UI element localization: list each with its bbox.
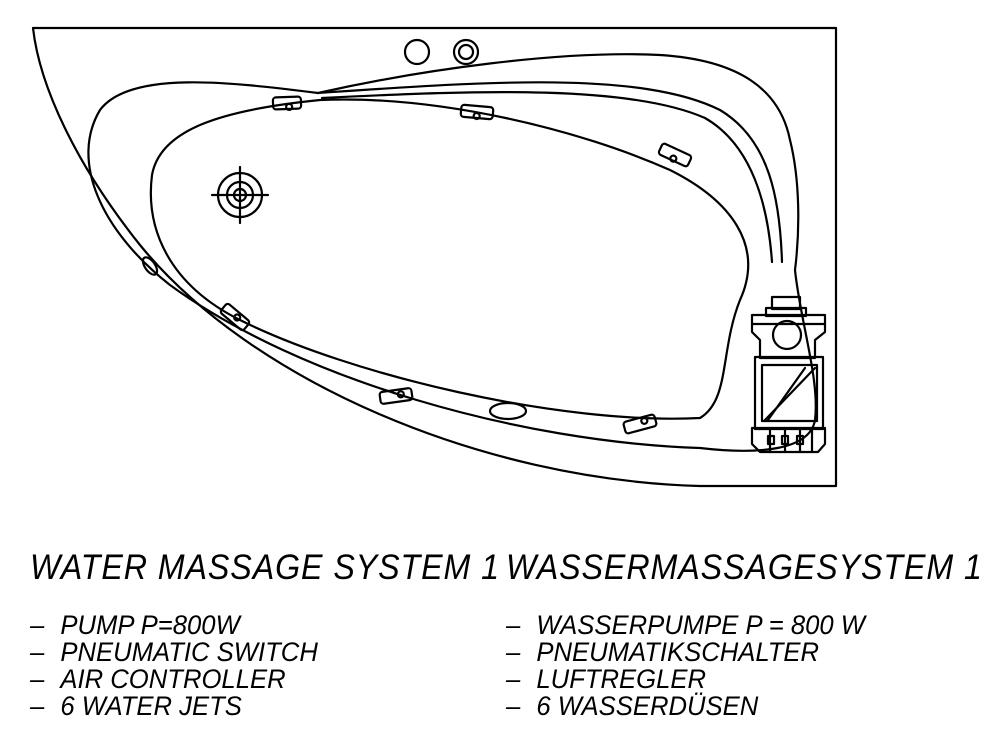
water-jet-icon — [378, 387, 414, 405]
water-pipe — [316, 81, 784, 264]
list-item-label: PNEUMATIKSCHALTER — [536, 637, 820, 667]
list-item: –PUMP P=800W — [30, 612, 318, 639]
list-item: –LUFTREGLER — [506, 666, 865, 693]
water-jet-icon — [657, 142, 693, 168]
bullet-dash: – — [30, 664, 45, 694]
bullet-dash: – — [30, 637, 45, 667]
bullet-dash: – — [506, 691, 521, 721]
list-item: –AIR CONTROLLER — [30, 666, 318, 693]
list-item-label: PNEUMATIC SWITCH — [60, 637, 318, 667]
bathtub-technical-drawing — [31, 26, 838, 488]
bullet-dash: – — [506, 664, 521, 694]
tub-basin — [149, 98, 750, 420]
list-item: –WASSERPUMPE P = 800 W — [506, 612, 865, 639]
air-controller-inner-icon — [457, 43, 475, 61]
title-german: WASSERMASSAGESYSTEM 1 — [506, 548, 983, 587]
title-english: WATER MASSAGE SYSTEM 1 — [30, 548, 500, 587]
tub-outer-rim — [31, 26, 838, 488]
list-item-label: PUMP P=800W — [60, 610, 240, 640]
list-item-label: AIR CONTROLLER — [60, 664, 286, 694]
bullet-dash: – — [30, 610, 45, 640]
drain-icon — [210, 165, 270, 225]
list-item-label: 6 WASSERDÜSEN — [536, 691, 759, 721]
list-item: –PNEUMATIC SWITCH — [30, 639, 318, 666]
bullet-dash: – — [506, 610, 521, 640]
list-item: –6 WATER JETS — [30, 693, 318, 720]
feature-list-german: –WASSERPUMPE P = 800 W –PNEUMATIKSCHALTE… — [506, 612, 865, 720]
list-item-label: WASSERPUMPE P = 800 W — [536, 610, 865, 640]
water-pipe-inner — [320, 90, 774, 264]
water-jet-icon — [459, 103, 495, 121]
bullet-dash: – — [30, 691, 45, 721]
bullet-dash: – — [506, 637, 521, 667]
feature-list-english: –PUMP P=800W –PNEUMATIC SWITCH –AIR CONT… — [30, 612, 318, 720]
water-jet-icon — [271, 95, 303, 112]
list-item-label: 6 WATER JETS — [60, 691, 242, 721]
suction-fitting-icon — [488, 401, 528, 421]
list-item: –6 WASSERDÜSEN — [506, 693, 865, 720]
pneumatic-switch-icon — [403, 38, 431, 66]
list-item: –PNEUMATIKSCHALTER — [506, 639, 865, 666]
water-jet-icon — [219, 302, 251, 332]
suction-fitting-icon — [141, 256, 159, 276]
list-item-label: LUFTREGLER — [536, 664, 707, 694]
pump-icon — [750, 295, 827, 454]
water-jet-icon — [622, 413, 658, 435]
air-controller-icon — [452, 38, 480, 66]
